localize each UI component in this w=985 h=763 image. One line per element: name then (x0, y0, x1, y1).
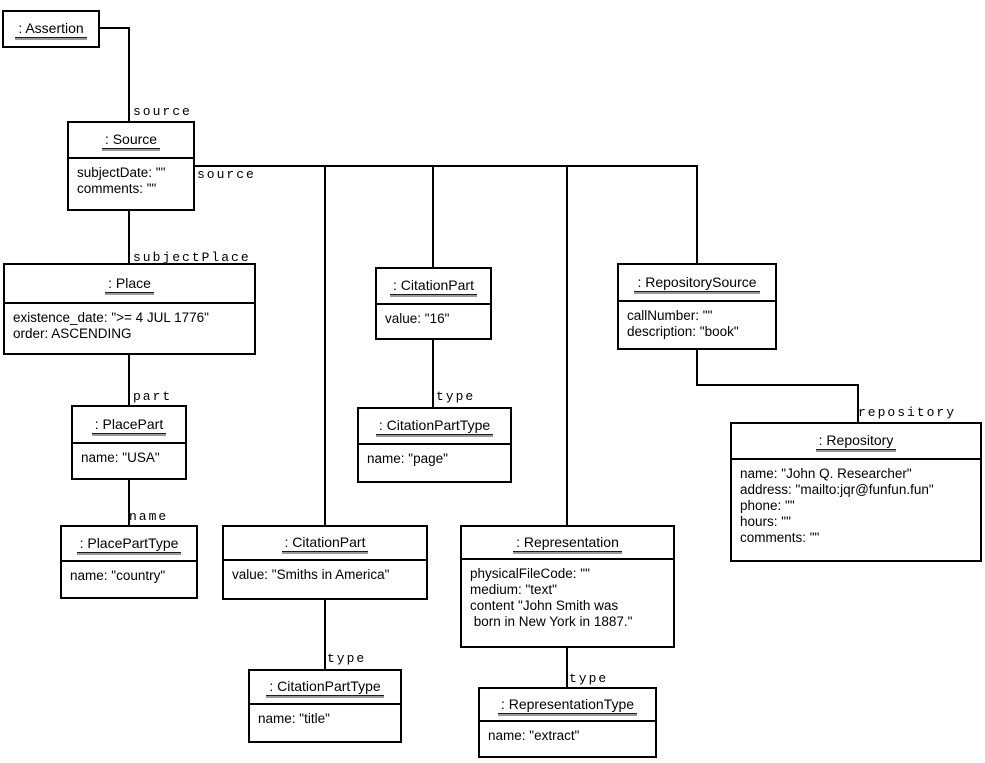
node-attribute-line: name: "extract" (488, 728, 580, 743)
node-title-text: : CitationPart (390, 277, 477, 295)
node-attributes-compartment: physicalFileCode: ""medium: "text"conten… (462, 560, 673, 646)
node-representation-type[interactable]: : RepresentationType name: "extract" (478, 687, 657, 758)
edge-segment-source-bus-h (195, 165, 698, 167)
node-attributes-compartment: subjectDate: ""comments: "" (69, 159, 193, 209)
edge-label-source-2: source (197, 167, 256, 182)
node-attribute-line: address: "mailto:jqr@funfun.fun" (740, 482, 934, 497)
edge-label-type-3: type (569, 671, 609, 686)
node-place[interactable]: : Place existence_date: ">= 4 JUL 1776"or… (3, 263, 256, 355)
node-repository-source[interactable]: : RepositorySource callNumber: ""descript… (617, 263, 777, 350)
node-citation-part-type-1[interactable]: : CitationPartType name: "page" (357, 407, 512, 483)
node-title-compartment: : Representation (462, 527, 673, 560)
node-title-compartment: : Repository (732, 424, 980, 460)
edge-label-subject-place: subjectPlace (133, 250, 251, 265)
node-attribute-line: value: "Smiths in America" (232, 567, 390, 582)
node-title-text: : PlacePart (91, 416, 167, 434)
edge-segment-placepart-type-v (128, 480, 130, 525)
node-repository[interactable]: : Repository name: "John Q. Researcher"ad… (730, 422, 982, 562)
node-title-text: : Representation (513, 534, 622, 552)
node-attributes-compartment: existence_date: ">= 4 JUL 1776"order: AS… (5, 304, 254, 353)
node-place-part-type[interactable]: : PlacePartType name: "country" (60, 525, 198, 599)
edge-segment-place-placepart-v (128, 355, 130, 405)
edge-segment-repositorysource-v (696, 350, 698, 386)
node-attribute-line: callNumber: "" (627, 308, 713, 323)
node-attributes-compartment: value: "16" (377, 305, 490, 338)
node-attribute-line: comments: "" (77, 181, 157, 196)
node-title-text: : PlacePartType (76, 535, 182, 553)
node-attribute-line: name: "country" (70, 568, 166, 583)
node-title-compartment: : PlacePartType (62, 527, 196, 562)
node-attribute-line: name: "page" (367, 451, 448, 466)
node-attribute-line: description: "book" (627, 324, 739, 339)
edge-segment-bus-citationpart2-v (324, 165, 326, 525)
node-attributes-compartment: name: "country" (62, 562, 196, 597)
node-source[interactable]: : Source subjectDate: ""comments: "" (67, 121, 195, 211)
node-title-text: : RepresentationType (497, 696, 638, 714)
node-title-text: : CitationPartType (266, 678, 384, 696)
node-title-text: : RepositorySource (634, 274, 760, 292)
node-citation-part-1[interactable]: : CitationPart value: "16" (375, 267, 492, 340)
edge-segment-representation-type-v (566, 648, 568, 687)
node-attributes-compartment: name: "page" (359, 445, 510, 481)
node-attributes-compartment: callNumber: ""description: "book" (619, 302, 775, 348)
node-title-compartment: : CitationPart (377, 269, 490, 305)
node-attribute-line: comments: "" (740, 530, 820, 545)
edge-segment-bus-representation-v (566, 165, 568, 525)
node-attributes-compartment: name: "John Q. Researcher"address: "mail… (732, 460, 980, 560)
node-title-text: : CitationPartType (375, 417, 494, 435)
node-title-compartment: : CitationPart (224, 527, 426, 561)
node-attribute-line: hours: "" (740, 514, 791, 529)
node-title-text: : Source (101, 131, 161, 149)
node-title-compartment: : Source (69, 123, 193, 159)
node-title-compartment: : RepositorySource (619, 265, 775, 302)
node-title-text: : Assertion (15, 20, 87, 38)
edge-label-name: name (129, 509, 169, 524)
edge-segment-repository-elbow-h (696, 384, 859, 386)
edge-segment-bus-citationpart1-v (432, 165, 434, 267)
edge-segment-bus-repositorysource-v (696, 165, 698, 263)
node-title-compartment: : RepresentationType (480, 689, 655, 722)
node-assertion[interactable]: : Assertion (2, 10, 100, 48)
node-attributes-compartment: name: "title" (250, 705, 400, 741)
node-attribute-line: order: ASCENDING (13, 326, 132, 341)
node-attribute-line: value: "16" (385, 311, 450, 326)
edge-segment-assertion-v (128, 27, 130, 121)
edge-segment-repository-elbow-v (857, 384, 859, 422)
node-attributes-compartment: name: "extract" (480, 722, 655, 756)
node-citation-part-type-2[interactable]: : CitationPartType name: "title" (248, 669, 402, 743)
node-title-compartment: : Place (5, 265, 254, 304)
node-attribute-line: content "John Smith was (470, 598, 619, 613)
node-title-text: : Repository (815, 432, 897, 450)
node-place-part[interactable]: : PlacePart name: "USA" (71, 405, 187, 480)
node-citation-part-2[interactable]: : CitationPart value: "Smiths in America" (222, 525, 428, 600)
edge-label-type-1: type (436, 389, 476, 404)
node-attribute-line: physicalFileCode: "" (470, 566, 590, 581)
edge-label-repository: repository (858, 405, 957, 420)
node-title-text: : CitationPart (281, 534, 369, 552)
node-representation[interactable]: : Representation physicalFileCode: ""medi… (460, 525, 675, 648)
node-attribute-line: existence_date: ">= 4 JUL 1776" (13, 310, 209, 325)
node-attribute-line: phone: "" (740, 498, 795, 513)
node-attribute-line: subjectDate: "" (77, 165, 166, 180)
node-attribute-line: name: "title" (258, 711, 330, 726)
edge-segment-source-place-v (128, 211, 130, 263)
node-title-text: : Place (105, 275, 154, 293)
node-title-compartment: : PlacePart (73, 407, 185, 444)
node-attributes-compartment: name: "USA" (73, 444, 185, 478)
node-attribute-line: medium: "text" (470, 582, 557, 597)
node-attribute-line: name: "USA" (81, 450, 160, 465)
edge-label-part: part (133, 389, 173, 404)
node-title-compartment: : Assertion (4, 12, 98, 46)
edge-segment-citationpart1-type-v (432, 340, 434, 407)
node-title-compartment: : CitationPartType (359, 409, 510, 445)
edge-segment-assertion-h (100, 27, 130, 29)
edge-label-source-1: source (133, 104, 192, 119)
edge-segment-citationpart2-type-v (324, 600, 326, 669)
node-attribute-line: born in New York in 1887." (470, 614, 633, 629)
node-attribute-line: name: "John Q. Researcher" (740, 466, 912, 481)
node-title-compartment: : CitationPartType (250, 671, 400, 705)
edge-label-type-2: type (327, 651, 367, 666)
node-attributes-compartment: value: "Smiths in America" (224, 561, 426, 598)
